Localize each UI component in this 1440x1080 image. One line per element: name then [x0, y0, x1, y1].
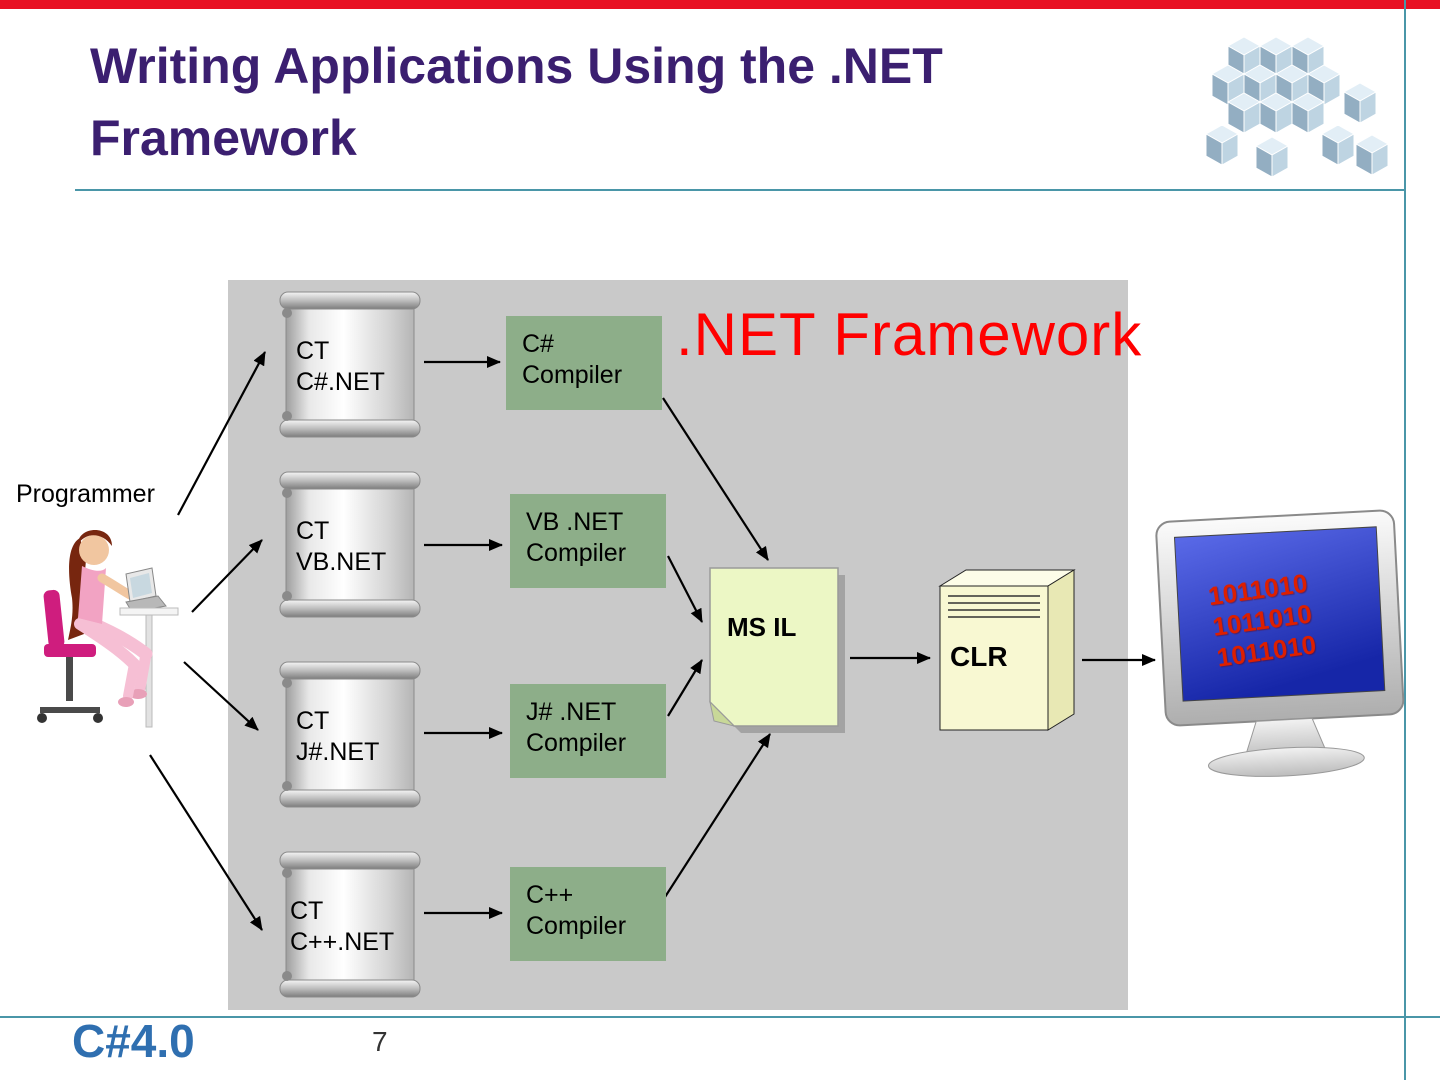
scroll-shape-csharp [279, 291, 421, 438]
net-framework-label: .NET Framework [676, 301, 1143, 368]
compiler-box-cpp: C++ Compiler [510, 867, 666, 961]
footer-brand: C#4.0 [72, 1015, 195, 1067]
msil-label: MS IL [727, 612, 797, 642]
compiler-label-line2: Compiler [526, 912, 627, 940]
compiler-box-csharp: C# Compiler [506, 316, 662, 410]
compiler-label-line1: J# .NET [526, 698, 617, 726]
clr-server-shape [938, 569, 1076, 731]
compiler-label-line1: C# [522, 330, 554, 358]
scroll-label-line1: CT [290, 897, 324, 925]
page-title-line1: Writing Applications Using the .NET [90, 38, 943, 94]
clr-label: CLR [950, 641, 1008, 672]
compiler-label-line2: Compiler [526, 539, 627, 567]
compiler-label-line2: Compiler [526, 729, 627, 757]
page-number: 7 [372, 1026, 388, 1057]
scroll-label-csharp: CT C#.NET [296, 336, 385, 398]
scroll-shape-cpp [279, 851, 421, 998]
compiler-label-line2: Compiler [522, 361, 623, 389]
scroll-label-cpp: CT C++.NET [290, 896, 394, 958]
title-underline [75, 189, 1405, 191]
page-title-line2: Framework [90, 110, 357, 166]
footer-line [0, 1016, 1440, 1018]
scroll-label-jsharp: CT J#.NET [296, 706, 379, 768]
programmer-illustration [37, 530, 179, 728]
compiler-label-line1: C++ [526, 881, 574, 909]
compiler-label-line1: VB .NET [526, 508, 624, 536]
cubes-image [1205, 36, 1389, 178]
flow-arrows [149, 351, 1156, 931]
scroll-shape-jsharp [279, 661, 421, 808]
top-red-bar [0, 0, 1440, 9]
scroll-label-line1: CT [296, 337, 330, 365]
scroll-label-line2: C++.NET [290, 928, 395, 956]
compiler-box-jsharp: J# .NET Compiler [510, 684, 666, 778]
scroll-label-line2: VB.NET [296, 548, 387, 576]
programmer-label: Programmer [16, 480, 155, 508]
scroll-label-line1: CT [296, 517, 330, 545]
scroll-label-line2: J#.NET [296, 738, 380, 766]
scroll-shape-vb [279, 471, 421, 618]
compiler-box-vb: VB .NET Compiler [510, 494, 666, 588]
scroll-label-line2: C#.NET [296, 368, 385, 396]
scroll-label-vb: CT VB.NET [296, 516, 386, 578]
msil-page-shape [709, 567, 845, 733]
scroll-label-line1: CT [296, 707, 330, 735]
monitor-illustration [1155, 509, 1405, 777]
page-title: Writing Applications Using the .NET Fram… [90, 30, 1200, 174]
right-accent-line [1404, 0, 1406, 1080]
